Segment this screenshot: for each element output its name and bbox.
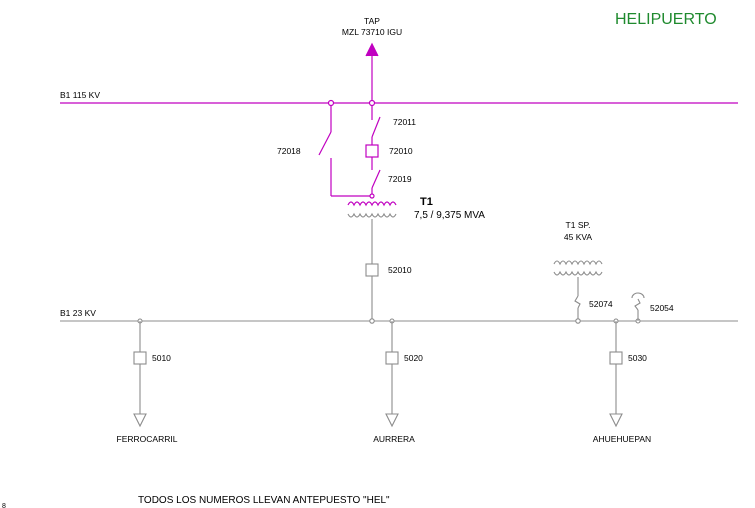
switch-52074-icon (574, 295, 581, 309)
spare-arc-icon (631, 292, 645, 299)
t1-name: T1 (420, 196, 433, 208)
switch-72019-label: 72019 (388, 174, 412, 184)
t1sp-secondary-winding-icon (553, 270, 603, 276)
breaker-5020-icon (385, 351, 399, 365)
tap-sublabel: MZL 73710 IGU (342, 27, 402, 37)
hv-section (60, 42, 738, 207)
feeder-ferrocarril-arrow-icon (133, 413, 147, 428)
tap-arrow-icon (365, 42, 379, 57)
t1-secondary-winding-icon (347, 212, 397, 218)
switch-72018-icon (318, 131, 332, 156)
feeder-aurrera-label: AURRERA (373, 434, 415, 444)
t1-rating: 7,5 / 9,375 MVA (414, 210, 485, 221)
bus-115kv-label: B1 115 KV (60, 90, 100, 100)
switch-72019-icon (371, 169, 381, 189)
breaker-5020-label: 5020 (404, 353, 423, 363)
feeder-ferrocarril-label: FERROCARRIL (117, 434, 178, 444)
breaker-5030-icon (609, 351, 623, 365)
switch-52054-icon (634, 298, 641, 311)
switch-52074-label: 52074 (589, 299, 613, 309)
diagram-title: HELIPUERTO (615, 11, 717, 28)
breaker-72010-icon (365, 144, 379, 158)
t1-primary-winding-icon (347, 201, 397, 207)
switch-72011-label: 72011 (393, 117, 416, 127)
node-tap (368, 99, 376, 107)
node-72018 (327, 99, 335, 107)
breaker-52010-icon (365, 263, 379, 277)
breaker-52010-label: 52010 (388, 265, 412, 275)
feeder-aurrera-arrow-icon (385, 413, 399, 428)
breaker-5010-icon (133, 351, 147, 365)
bus-23kv-label: B1 23 KV (60, 308, 96, 318)
switch-72011-icon (371, 116, 381, 138)
corner-mark: 8 (2, 503, 6, 508)
breaker-72010-label: 72010 (389, 146, 413, 156)
breaker-5010-label: 5010 (152, 353, 171, 363)
feeder-ahuehuepan-arrow-icon (609, 413, 623, 428)
switch-72018-label: 72018 (277, 146, 301, 156)
footnote: TODOS LOS NUMEROS LLEVAN ANTEPUESTO "HEL… (138, 495, 390, 506)
t1sp-primary-winding-icon (553, 260, 603, 266)
feeder-ahuehuepan-label: AHUEHUEPAN (593, 434, 651, 444)
switch-52054-label: 52054 (650, 303, 674, 313)
t1sp-name: T1 SP. (566, 220, 591, 230)
tap-label: TAP (364, 16, 380, 26)
breaker-5030-label: 5030 (628, 353, 647, 363)
t1sp-rating: 45 KVA (564, 232, 593, 242)
lv-section (60, 212, 738, 428)
